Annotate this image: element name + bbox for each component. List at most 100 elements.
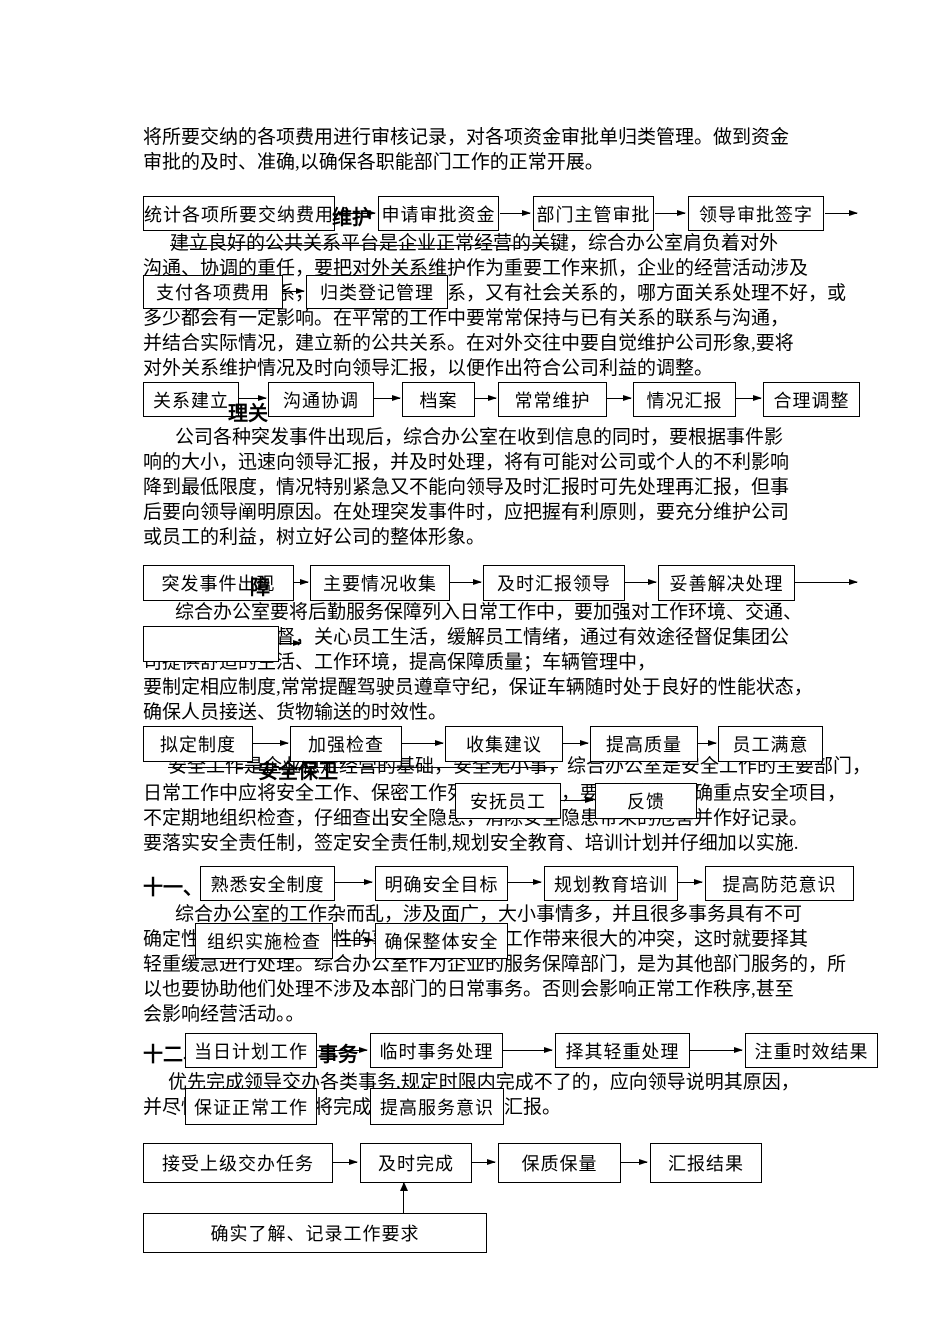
paragraph-line: 降到最低限度，情况特别紧急又不能向领导及时汇报时可先处理再汇报，但事 (143, 477, 790, 498)
flow-box: 及时完成 (360, 1143, 472, 1183)
flow-arrow-right (279, 640, 302, 646)
flow-box: 申请审批资金 (378, 196, 499, 231)
flow-arrow-right (333, 1159, 358, 1165)
paragraph-line: 轻重缓急进行处理。综合办公室作为企业的服务保障部门，是为其他部门服务的，所 (143, 954, 847, 975)
flow-box: 安抚员工 (455, 783, 561, 819)
flow-arrow-right (563, 740, 589, 746)
paragraph-line: 审批的及时、准确,以确保各职能部门工作的正常开展。 (143, 152, 604, 173)
flow-arrow-right (294, 579, 309, 585)
paragraph-line: 公司各种突发事件出现后，综合办公室在收到信息的同时，要根据事件影 (175, 427, 784, 448)
paragraph-line: 后要向领导阐明原因。在处理突发事件时，应把握有利原则，要充分维护公司 (143, 502, 790, 523)
paragraph-line: 确保人员接送、货物输送的时效性。 (143, 702, 448, 723)
section-heading: 十一、 (143, 877, 203, 899)
flow-arrow-right (690, 1047, 743, 1053)
strike-mark (170, 245, 560, 246)
flow-box: 提高服务意识 (370, 1088, 504, 1125)
flow-box: 统计各项所要交纳费用 (143, 196, 335, 231)
flow-box: 规划教育培训 (544, 866, 678, 901)
hidden-heading-fragment: 安全保卫 (258, 761, 338, 783)
paragraph-line: 并结合实际情况，建立新的公共关系。在对外交往中要自觉维护公司形象,要将 (143, 333, 794, 354)
paragraph-line: 要制定相应制度,常常提醒驾驶员遵章守纪，保证车辆随时处于良好的性能状态， (143, 677, 813, 698)
flow-box: 妥善解决处理 (658, 565, 795, 601)
flow-box: 临时事务处理 (370, 1033, 503, 1068)
flow-arrow-right (450, 579, 482, 585)
flow-box: 沟通协调 (268, 382, 374, 417)
paragraph-line: 将所要交纳的各项费用进行审核记录，对各项资金审批单归类管理。做到资金 (143, 127, 790, 148)
paragraph-line: 公寓管理进行监督，关心员工生活，缓解员工情绪，通过有效途径督促集团公 (143, 627, 790, 648)
flow-arrow-right (253, 740, 289, 746)
paragraph-line: 建立良好的公共关系平台是企业正常经营的关键，综合办公室肩负着对外 (170, 233, 779, 254)
flow-box: 择其轻重处理 (555, 1033, 690, 1068)
flow-arrow-right (698, 740, 717, 746)
flow-box: 注重时效结果 (745, 1033, 878, 1068)
flow-box: 提高质量 (590, 726, 698, 762)
flow-arrow-right (621, 1159, 648, 1165)
hidden-heading-fragment: 障 (250, 577, 270, 599)
flow-arrow-right (655, 210, 686, 216)
flow-box: 保证正常工作 (185, 1088, 317, 1125)
paragraph-line: 综合办公室的工作杂而乱，涉及面广，大小事情多，并且很多事务具有不可 (175, 904, 803, 925)
flow-box: 部门主管审批 (533, 196, 654, 231)
paragraph-line: 综合办公室要将后勤服务保障列入日常工作中，要加强对工作环境、交通、 (175, 602, 803, 623)
flow-box: 支付各项费用 (143, 275, 283, 309)
flow-box: 合理调整 (763, 382, 860, 417)
flow-box: 确实了解、记录工作要求 (143, 1213, 487, 1253)
flow-arrow-right (475, 395, 497, 401)
flow-box: 关系建立 (143, 382, 239, 417)
flow-box: 员工满意 (718, 726, 823, 762)
flow-arrow-right (508, 879, 542, 885)
flow-box: 熟悉安全制度 (200, 866, 335, 901)
flow-box: 领导审批签字 (688, 196, 824, 231)
flow-box: 及时汇报领导 (483, 565, 625, 601)
hidden-heading-fragment: 维护 (332, 207, 372, 229)
flow-arrow-right (503, 1047, 553, 1053)
hidden-heading-fragment: 理关 (228, 403, 268, 425)
flow-arrow-right (239, 395, 267, 401)
flow-arrow-right (825, 210, 858, 216)
flow-arrow-right (283, 288, 305, 294)
flow-arrow-right (317, 1047, 368, 1053)
hidden-heading-fragment: 事务 (318, 1044, 358, 1066)
flow-box: 接受上级交办任务 (143, 1143, 333, 1183)
flow-arrow-right (374, 395, 401, 401)
flow-arrow-right (335, 879, 373, 885)
flow-box: 反馈 (595, 783, 697, 819)
flow-box: 提高防范意识 (705, 866, 854, 901)
flow-box: 主要情况收集 (310, 565, 450, 601)
flow-box: 情况汇报 (633, 382, 736, 417)
flow-arrow-right (338, 210, 376, 216)
paragraph-line: 会影响经营活动。。 (143, 1004, 305, 1025)
flow-box: 确保整体安全 (375, 923, 508, 959)
flow-arrow-right (607, 395, 632, 401)
paragraph-line: 以也要协助他们处理不涉及本部门的日常事务。否则会影响正常工作秩序,甚至 (143, 979, 794, 1000)
paragraph-line: 响的大小，迅速向领导汇报，并及时处理，将有可能对公司或个人的不利影响 (143, 452, 790, 473)
flow-arrow-up (399, 1182, 408, 1213)
flow-arrow-right (472, 1159, 496, 1165)
flow-box: 当日计划工作 (185, 1033, 317, 1068)
flow-box: 档案 (402, 382, 475, 417)
flow-box: 拟定制度 (143, 726, 253, 762)
flow-box: 汇报结果 (650, 1143, 762, 1183)
flow-box: 归类登记管理 (306, 275, 448, 309)
paragraph-line: 要落实安全责任制，签定安全责任制,规划安全教育、培训计划并仔细加以实施. (143, 833, 799, 854)
flow-arrow-right (795, 579, 858, 585)
flow-arrow-right (736, 395, 762, 401)
flow-box: 常常维护 (498, 382, 607, 417)
paragraph-line: 沟通、协调的重任，要把对外关系维护作为重要工作来抓，企业的经营活动涉及 (143, 258, 809, 279)
flow-box: 保质保量 (498, 1143, 621, 1183)
flow-box: 加强检查 (290, 726, 402, 762)
flow-box: 突发事件出现 (143, 565, 294, 601)
paragraph-line: 对外关系维护情况及时向领导汇报，以便作出符合公司利益的调整。 (143, 358, 714, 379)
flow-arrow-right (678, 879, 703, 885)
paragraph-line: 优先完成领导交办各类事务,规定时限内完成不了的，应向领导说明其原因， (168, 1072, 800, 1093)
flow-box (143, 626, 279, 662)
flow-box: 收集建议 (445, 726, 563, 762)
flow-arrow-right (402, 740, 444, 746)
flow-arrow-right (333, 937, 374, 943)
paragraph-line: 或员工的利益，树立好公司的整体形象。 (143, 527, 486, 548)
flow-arrow-right (561, 797, 594, 803)
flow-box: 明确安全目标 (375, 866, 508, 901)
strike-mark (168, 767, 558, 768)
flow-box: 组织实施检查 (195, 923, 333, 959)
